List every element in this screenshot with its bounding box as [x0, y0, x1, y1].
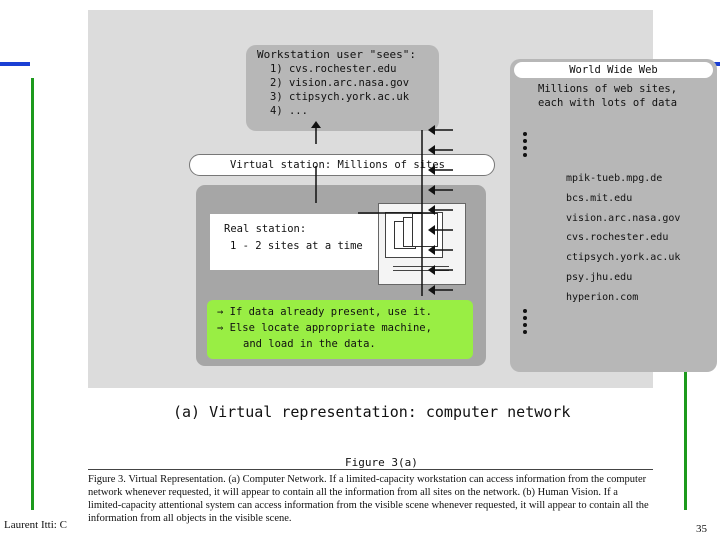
virtual-station-bar: Virtual station: Millions of sites [189, 154, 495, 176]
web-site-label: psy.jhu.edu [566, 272, 633, 283]
monitor-base-line [393, 270, 449, 271]
rule-line: and load in the data. [243, 338, 376, 350]
figure-legend: Figure 3. Virtual Representation. (a) Co… [88, 474, 649, 524]
up-arrowhead [311, 121, 321, 128]
www-title: World Wide Web [514, 62, 713, 78]
workstation-item: 2) vision.arc.nasa.gov [270, 77, 410, 89]
legend-rule [88, 469, 653, 470]
figure-caption: (a) Virtual representation: computer net… [173, 403, 571, 421]
ellipsis-dots-top [523, 132, 527, 157]
figure-panel: Workstation user "sees": 1) cvs.rocheste… [88, 10, 717, 388]
workstation-sees-box: Workstation user "sees": 1) cvs.rocheste… [246, 45, 439, 131]
left-green-rule [31, 78, 34, 510]
rule-line: ⇒ Else locate appropriate machine, [217, 322, 432, 334]
web-site-label: ctipsych.york.ac.uk [566, 252, 681, 263]
ellipsis-dots-bottom [523, 309, 527, 334]
world-wide-web-box: World Wide Web Millions of web sites, ea… [510, 59, 717, 372]
figure-label: Figure 3(a) [345, 456, 418, 469]
workstation-sees-title: Workstation user "sees": [257, 48, 416, 61]
web-site-label: cvs.rochester.edu [566, 232, 669, 243]
monitor-base-line [393, 266, 449, 267]
web-site-label: vision.arc.nasa.gov [566, 213, 681, 224]
web-link-arrows [428, 125, 453, 295]
real-station-title: Real station: [224, 223, 307, 235]
www-subtitle-line1: Millions of web sites, [538, 83, 678, 95]
workstation-item: 4) ... [270, 105, 308, 117]
web-site-label: bcs.mit.edu [566, 193, 633, 204]
top-left-blue-bar [0, 62, 30, 66]
real-station-box: Real station: 1 - 2 sites at a time → If… [196, 185, 486, 366]
rule-line: → If data already present, use it. [217, 306, 432, 318]
connector-lines [311, 121, 527, 334]
www-subtitle-line2: each with lots of data [538, 97, 678, 109]
web-site-label: mpik-tueb.mpg.de [566, 173, 663, 184]
web-site-label: hyperion.com [566, 292, 639, 303]
real-station-panel: Real station: 1 - 2 sites at a time [210, 214, 384, 270]
virtual-station-label: Virtual station: Millions of sites [230, 159, 445, 171]
footer-author: Laurent Itti: C [4, 519, 67, 531]
load-data-rule-box: → If data already present, use it. ⇒ Els… [207, 300, 473, 359]
real-station-capacity: 1 - 2 sites at a time [230, 240, 363, 252]
workstation-item: 1) cvs.rochester.edu [270, 63, 397, 75]
workstation-item: 3) ctipsych.york.ac.uk [270, 91, 410, 103]
page-number: 35 [696, 523, 707, 535]
